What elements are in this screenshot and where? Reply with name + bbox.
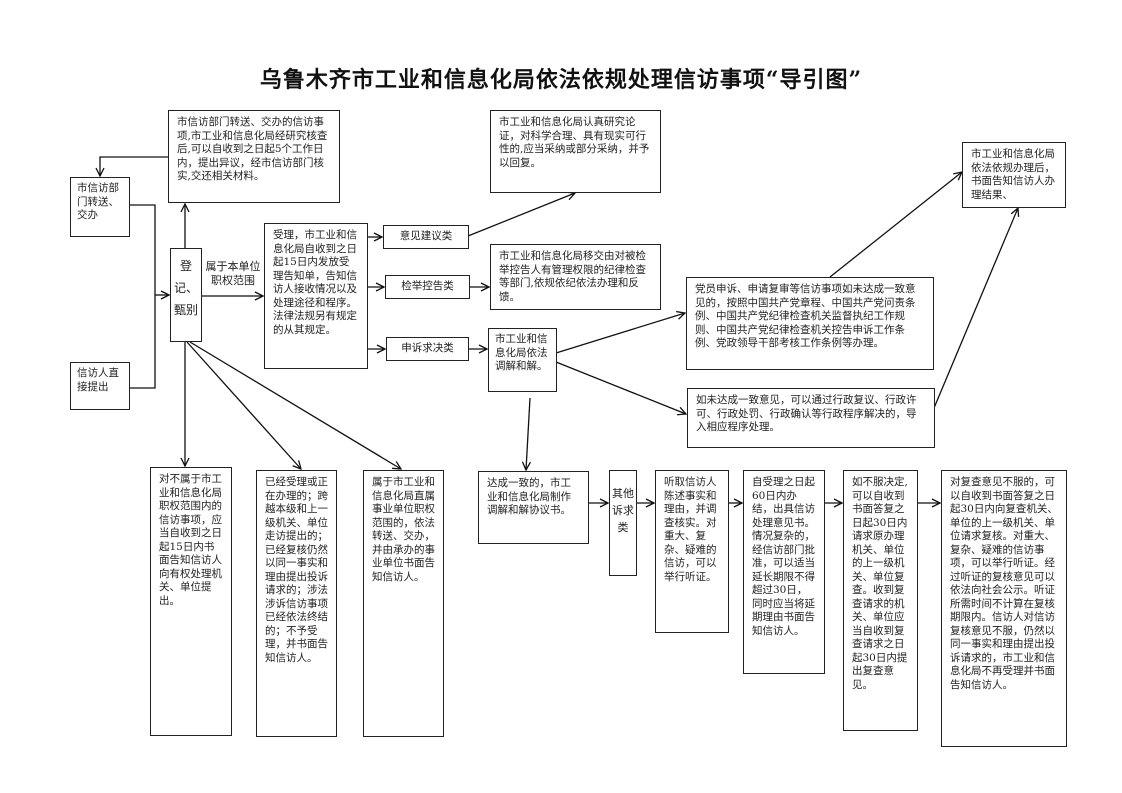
hearing-box: 听取信访人陈述事实和理由，并调查核实。对重大、复杂、疑难的信访，可以举行听证。 bbox=[655, 470, 729, 633]
not-in-scope-box: 对不属于市工业和信息化局职权范围内的信访事项，应当自收到之日起15日内书面告知信… bbox=[150, 467, 232, 736]
arrow-register-affiliated bbox=[189, 341, 401, 469]
page-title: 乌鲁木齐市工业和信息化局依法依规处理信访事项“导引图” bbox=[259, 67, 863, 93]
objection-box: 市信访部门转送、交办的信访事项,市工业和信息化局经研究核查后,可以自收到之日起5… bbox=[168, 110, 340, 203]
final-notice-box: 市工业和信息化局依法依规办理后，书面告知信访人办理结果、 bbox=[962, 142, 1066, 208]
recheck-box: 对复查意见不服的，可以自收到书面答复之日起30日内向复查机关、单位的上一级机关、… bbox=[941, 470, 1067, 747]
sixty-days-box: 自受理之日起60日内办结，出具信访处理意见书。情况复杂的，经信访部门批准，可以适… bbox=[743, 470, 825, 674]
party-member-box: 党员申诉、申请复审等信访事项如未达成一致意见的，按照中国共产党章程、中国共产党问… bbox=[686, 277, 934, 370]
arrow-admin-final bbox=[933, 208, 1018, 409]
source-transfer-box: 市信访部门转送、交办 bbox=[70, 177, 130, 237]
suggestion-result-box: 市工业和信息化局认真研究论证，对科学合理、具有现实可行性的,应当采纳或部分采纳，… bbox=[490, 110, 661, 193]
arrow-suggestion-result bbox=[467, 193, 575, 237]
mediation-box: 市工业和信息化局依法调解和解。 bbox=[488, 328, 557, 392]
arrow-objection-transfer bbox=[100, 156, 168, 176]
arrow-mediation-party bbox=[555, 313, 685, 354]
not-accepted-box: 已经受理或正在办理的；跨越本级和上一级机关、单位走访提出的；已经复核仍然以同一事… bbox=[256, 470, 337, 737]
register-box: 登记、甄别 bbox=[170, 248, 202, 342]
source-direct-box: 信访人直接提出 bbox=[70, 362, 130, 410]
administrative-box: 如未达成一致意见，可以通过行政复议、行政许可、行政处罚、行政确认等行政程序解决的… bbox=[687, 388, 935, 448]
report-result-box: 市工业和信息化局移交由对被检举控告人有管理权限的纪律检查等部门,依规依纪依法办理… bbox=[490, 244, 661, 310]
category-report: 检举控告类 bbox=[385, 275, 470, 299]
affiliated-box: 属于市工业和信息化局直属事业单位职权范围的，依法转送、交办，并由承办的事业单位书… bbox=[363, 470, 444, 737]
source-merge-line bbox=[130, 204, 156, 389]
scope-label: 属于本单位职权范围 bbox=[205, 260, 261, 287]
review-box: 如不服决定,可以自收到书面答复之日起30日内请求原办理机关、单位的上一级机关、单… bbox=[843, 470, 918, 731]
arrow-mediation-agreement bbox=[526, 397, 530, 470]
category-appeal: 申诉求决类 bbox=[386, 337, 469, 361]
arrow-mediation-admin bbox=[555, 361, 686, 414]
arrow-register-notaccepted bbox=[186, 341, 301, 469]
accept-box: 受理，市工业和信息化局自收到之日起15日内发放受理告知单，告知信访人接收情况以及… bbox=[264, 223, 368, 369]
arrow-party-final bbox=[829, 172, 962, 278]
agreement-box: 达成一致的，市工业和信息化局制作调解和解协议书。 bbox=[478, 471, 589, 544]
other-category-box: 其他诉求类 bbox=[609, 470, 637, 576]
category-suggestion: 意见建议类 bbox=[383, 225, 469, 249]
